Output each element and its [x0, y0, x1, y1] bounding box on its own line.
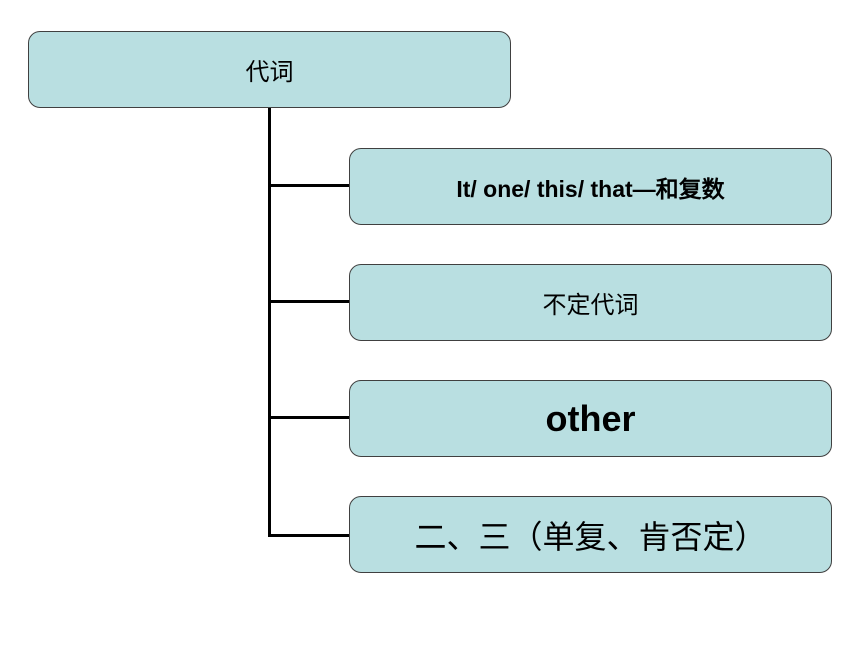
root-node-label: 代词	[245, 58, 294, 86]
child-node-2-label: 不定代词	[542, 291, 639, 319]
connector-branch-4	[268, 534, 349, 537]
connector-branch-2	[268, 300, 349, 303]
child-node-1: It/ one/ this/ that—和复数	[349, 148, 832, 225]
child-node-4-label: 二、三（单复、肯否定）	[414, 517, 767, 556]
child-node-1-label: It/ one/ this/ that—和复数	[456, 175, 725, 202]
connector-branch-3	[268, 416, 349, 419]
child-node-3-label: other	[545, 397, 636, 439]
root-node: 代词	[28, 31, 511, 108]
connector-trunk	[268, 108, 271, 537]
connector-branch-1	[268, 184, 349, 187]
child-node-2: 不定代词	[349, 264, 832, 341]
child-node-4: 二、三（单复、肯否定）	[349, 496, 832, 573]
child-node-3: other	[349, 380, 832, 457]
